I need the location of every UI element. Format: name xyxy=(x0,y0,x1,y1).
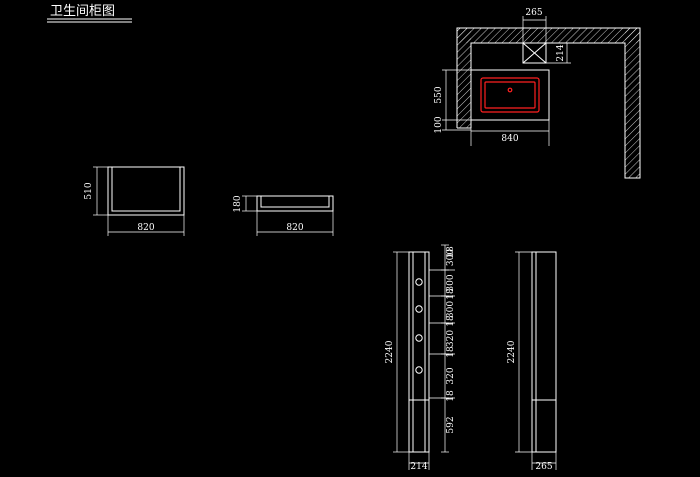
dim-820-top-view: 820 xyxy=(137,223,154,233)
dim-214-plan: 214 xyxy=(556,44,566,61)
seg-mark: 18 xyxy=(446,288,456,300)
top-view-outer xyxy=(107,166,185,216)
tall-front-outer xyxy=(408,251,430,453)
dim-100: 100 xyxy=(434,116,444,133)
dim-840: 840 xyxy=(501,134,518,144)
seg-mark: 18 xyxy=(446,346,456,358)
shaft-box xyxy=(522,42,547,64)
shaft-cross-2 xyxy=(522,42,547,64)
seg-labels: 300 300 300 320 320 592 18 18 18 18 18 xyxy=(446,246,456,434)
wall-right-hatch xyxy=(625,28,640,178)
dim-550: 550 xyxy=(434,86,444,103)
dim-820-front-view: 820 xyxy=(286,223,303,233)
tall-side-outer xyxy=(531,251,557,453)
wall-outline xyxy=(456,27,641,179)
tall-cabinet-front: 2240 300 300 300 320 320 592 18 18 18 18 18 214 xyxy=(385,244,456,472)
seg-ticks xyxy=(429,244,455,453)
seg-label: 300 xyxy=(446,274,456,291)
seg-mark: 18 xyxy=(446,246,456,258)
dim-2240-side: 2240 xyxy=(507,340,517,363)
shelf-pin-1 xyxy=(415,278,423,286)
shelf-pin-4 xyxy=(415,366,423,374)
dim-265-side: 265 xyxy=(535,462,552,472)
dim-214-front: 214 xyxy=(410,462,427,472)
title-text: 卫生间柜图 xyxy=(50,4,115,19)
vanity-top xyxy=(470,69,550,121)
dim-180: 180 xyxy=(233,195,243,212)
top-view-inner xyxy=(111,167,181,212)
front-view-inner xyxy=(260,196,330,208)
wall-top-hatch xyxy=(457,28,640,43)
seg-label: 592 xyxy=(446,416,456,433)
dim-510: 510 xyxy=(84,182,94,199)
seg-label: 300 xyxy=(446,249,456,266)
shelf-pin-3 xyxy=(415,334,423,342)
seg-mark: 18 xyxy=(446,390,456,402)
tall-cabinet-side: 2240 265 xyxy=(507,251,557,472)
seg-label: 300 xyxy=(446,301,456,318)
vanity-top-view: 510 820 xyxy=(84,166,185,236)
plan-view: 265 214 550 100 840 xyxy=(434,8,641,179)
seg-label: 320 xyxy=(446,330,456,347)
wall-left-hatch xyxy=(457,28,471,128)
dim-265: 265 xyxy=(525,8,542,18)
seg-label: 320 xyxy=(446,367,456,384)
drawing-title: 卫生间柜图 xyxy=(47,4,132,23)
dim-2240-front: 2240 xyxy=(385,340,395,363)
shelf-pin-2 xyxy=(415,305,423,313)
front-view-outer xyxy=(256,195,334,212)
sink-inner xyxy=(484,81,536,109)
sink-drain xyxy=(507,87,513,93)
sink-outer xyxy=(480,77,540,113)
seg-mark: 18 xyxy=(446,315,456,327)
vanity-front-view: 180 820 xyxy=(233,195,334,236)
